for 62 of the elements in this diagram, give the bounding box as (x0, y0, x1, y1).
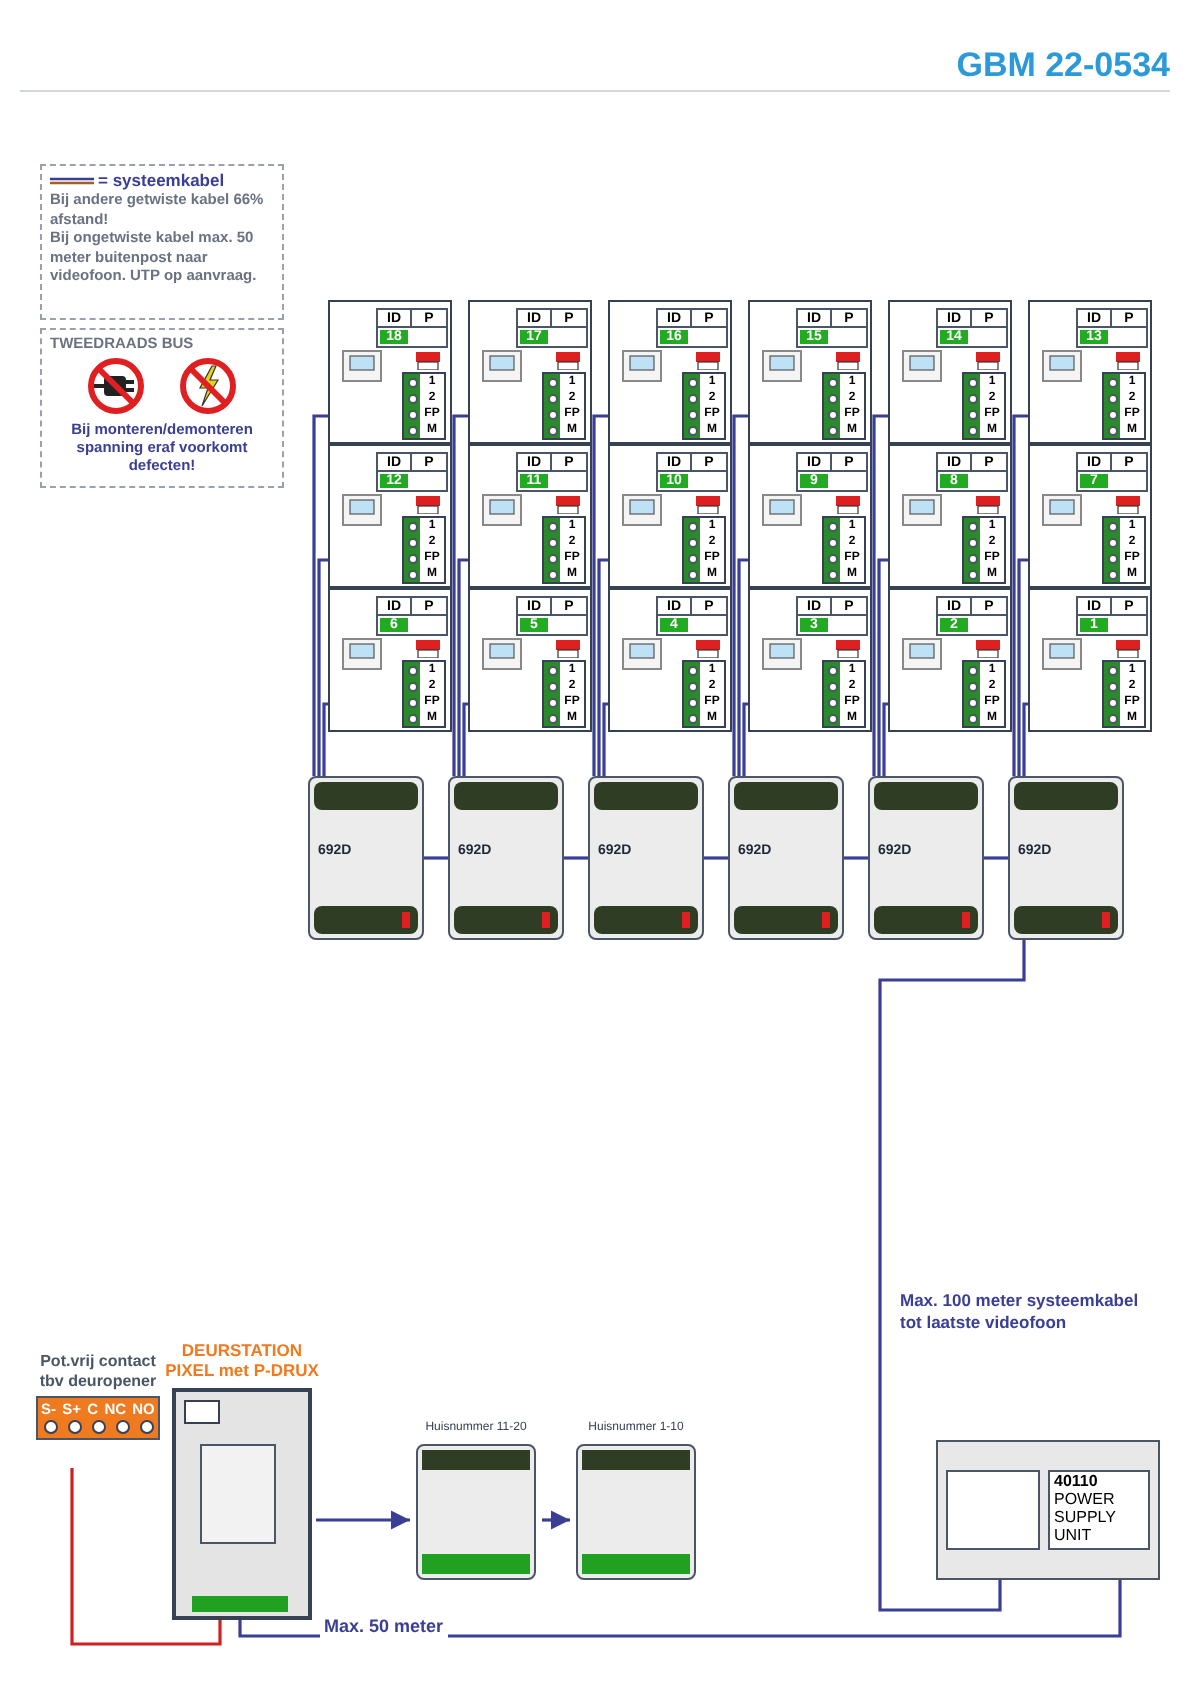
apartment-cell (608, 444, 732, 588)
apartment-cell (468, 444, 592, 588)
cable-line (462, 702, 468, 776)
product-name: POWER SUPPLY UNIT (1054, 1490, 1118, 1544)
contact-title: Pot.vrij contact tbv deuropener (37, 1352, 159, 1392)
distributor-module (448, 776, 564, 940)
distributor-module (1008, 776, 1124, 940)
note-box (40, 164, 284, 320)
door-station-title: DEURSTATION PIXEL met P-DRUX (163, 1340, 321, 1380)
cable-line (984, 856, 1008, 860)
product-code: 40110 (1054, 1472, 1100, 1490)
apartment-cell (748, 300, 872, 444)
arrow (316, 1510, 410, 1530)
apartment-cell (468, 588, 592, 732)
cable-line (737, 558, 748, 776)
cable-line (592, 414, 608, 776)
cable-line (704, 856, 728, 860)
cable-line (317, 558, 328, 776)
apartment-cell (608, 300, 732, 444)
cable-note: Max. 100 meter systeemkabel tot laatste videofoon (900, 1290, 1141, 1334)
cable-line (602, 702, 608, 776)
cable-line (457, 558, 468, 776)
cable-line (882, 702, 888, 776)
cable-line (597, 558, 608, 776)
apartment-cell (888, 588, 1012, 732)
apartment-cell (748, 588, 872, 732)
distributor-module (588, 776, 704, 940)
cable-line (844, 856, 868, 860)
apartment-cell (888, 444, 1012, 588)
distributor-module (728, 776, 844, 940)
apartment-cell (1028, 300, 1152, 444)
apartment-cell (328, 588, 452, 732)
cable-line (424, 856, 448, 860)
apartment-cell (888, 300, 1012, 444)
cable-line (872, 414, 888, 776)
warning-box (40, 328, 284, 488)
apartment-cell (1028, 444, 1152, 588)
cable-line (732, 414, 748, 776)
distributor-module (868, 776, 984, 940)
cable-line (878, 940, 1026, 1612)
power-supply-unit (936, 1440, 1160, 1580)
apartment-cell (748, 444, 872, 588)
document-number: GBM 22-0534 (954, 44, 1170, 88)
cable-line (1022, 702, 1028, 776)
apartment-cell (468, 300, 592, 444)
apartment-cell (608, 588, 732, 732)
cable-line (312, 414, 328, 776)
apartment-cell (328, 444, 452, 588)
cable-line (564, 856, 588, 860)
cable-line (1012, 414, 1028, 776)
cable-line (452, 414, 468, 776)
distributor-module (308, 776, 424, 940)
cable-line (1017, 558, 1028, 776)
apartment-cell (1028, 588, 1152, 732)
arrow (542, 1510, 570, 1530)
cable-line (742, 702, 748, 776)
cable-line (70, 1468, 222, 1646)
edge-label: Max. 50 meter (320, 1614, 448, 1641)
cable-line (322, 702, 328, 776)
legend-text: = systeemkabel (98, 170, 225, 190)
apartment-cell (328, 300, 452, 444)
cable-line (877, 558, 888, 776)
